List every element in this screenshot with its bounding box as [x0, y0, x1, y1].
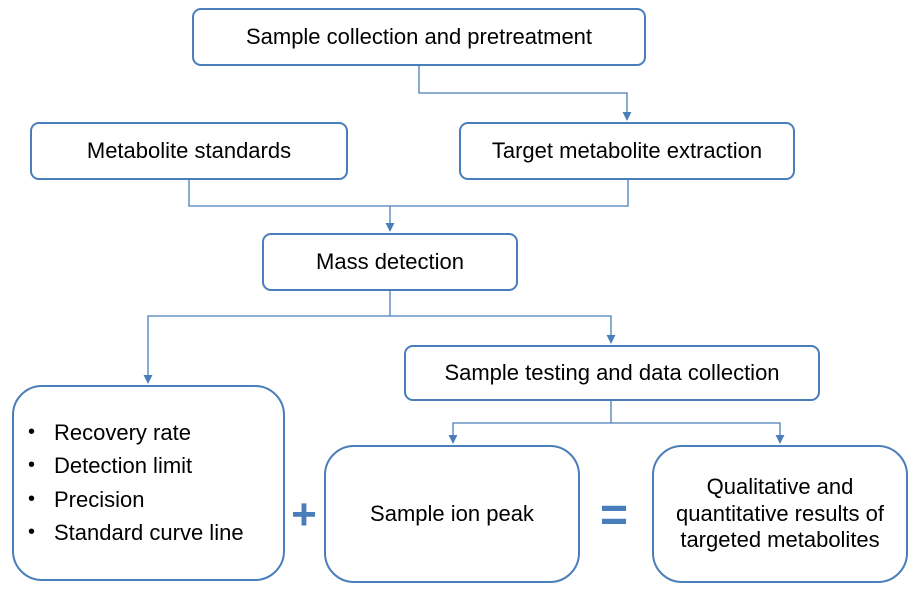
bullet-icon: •	[28, 487, 36, 510]
validation-metric-label: Detection limit	[54, 453, 193, 479]
box-label-ion-peak: Sample ion peak	[370, 500, 534, 526]
bullet-icon: •	[28, 454, 36, 477]
box-mass-detection: Mass detection	[262, 233, 518, 291]
validation-metric-label: Recovery rate	[54, 419, 191, 445]
box-label-mass-detection: Mass detection	[316, 248, 464, 274]
equals-operator-icon: =	[599, 488, 629, 542]
bullet-icon: •	[28, 420, 36, 443]
connector-collection-to-extraction	[418, 66, 632, 121]
connector-to-validation	[143, 315, 390, 384]
box-label-results: Qualitative and quantitative results of …	[676, 474, 884, 553]
plus-operator-icon: +	[291, 490, 317, 539]
validation-metric-item: • Standard curve line	[28, 520, 244, 546]
validation-metric-item: • Precision	[28, 487, 244, 513]
validation-metric-item: • Recovery rate	[28, 420, 244, 446]
validation-metric-label: Precision	[54, 486, 145, 512]
box-target-metabolite-extraction: Target metabolite extraction	[459, 122, 795, 180]
bullet-icon: •	[28, 520, 36, 543]
connector-to-results	[611, 422, 785, 444]
connector-to-sample-testing	[390, 315, 616, 344]
box-validation-metrics: • Recovery rate • Detection limit • Prec…	[12, 385, 285, 581]
validation-metric-item: • Detection limit	[28, 453, 244, 479]
box-label-metabolite-standards: Metabolite standards	[86, 137, 292, 163]
connector-standards-to-merge	[188, 180, 629, 207]
box-label-sample-testing: Sample testing and data collection	[444, 359, 780, 385]
box-qualitative-quantitative-results: Qualitative and quantitative results of …	[652, 445, 908, 583]
box-sample-collection: Sample collection and pretreatment	[192, 8, 646, 66]
box-sample-ion-peak: Sample ion peak	[324, 445, 580, 583]
box-metabolite-standards: Metabolite standards	[30, 122, 348, 180]
validation-metric-label: Standard curve line	[54, 519, 244, 545]
connector-to-ion-peak	[448, 422, 611, 444]
box-label-sample-collection: Sample collection and pretreatment	[245, 23, 593, 49]
box-sample-testing: Sample testing and data collection	[404, 345, 820, 401]
validation-metric-list: • Recovery rate • Detection limit • Prec…	[14, 413, 244, 554]
box-label-target-extraction: Target metabolite extraction	[491, 137, 763, 163]
